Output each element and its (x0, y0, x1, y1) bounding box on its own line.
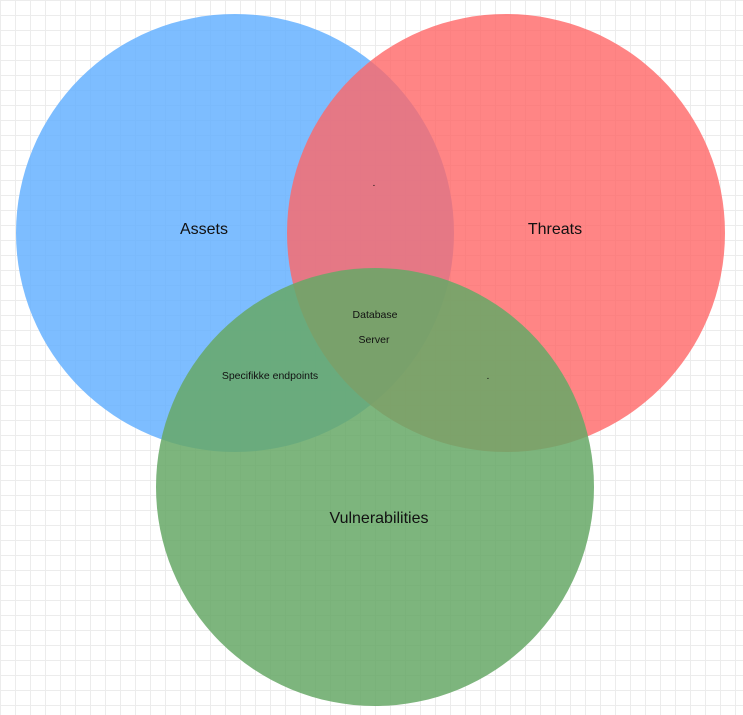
intersection-assets-vulnerabilities-label: Specifikke endpoints (222, 370, 318, 382)
threats-label: Threats (528, 221, 582, 238)
intersection-all-label-line-2: Server (359, 334, 390, 346)
intersection-all-label-line-1: Database (353, 309, 398, 321)
intersection-assets-threats-dot: . (373, 177, 376, 189)
assets-label: Assets (180, 221, 228, 238)
vulnerabilities-label: Vulnerabilities (329, 510, 428, 527)
intersection-threats-vulnerabilities-dot: . (487, 370, 490, 382)
vulnerabilities-circle[interactable] (156, 268, 594, 706)
